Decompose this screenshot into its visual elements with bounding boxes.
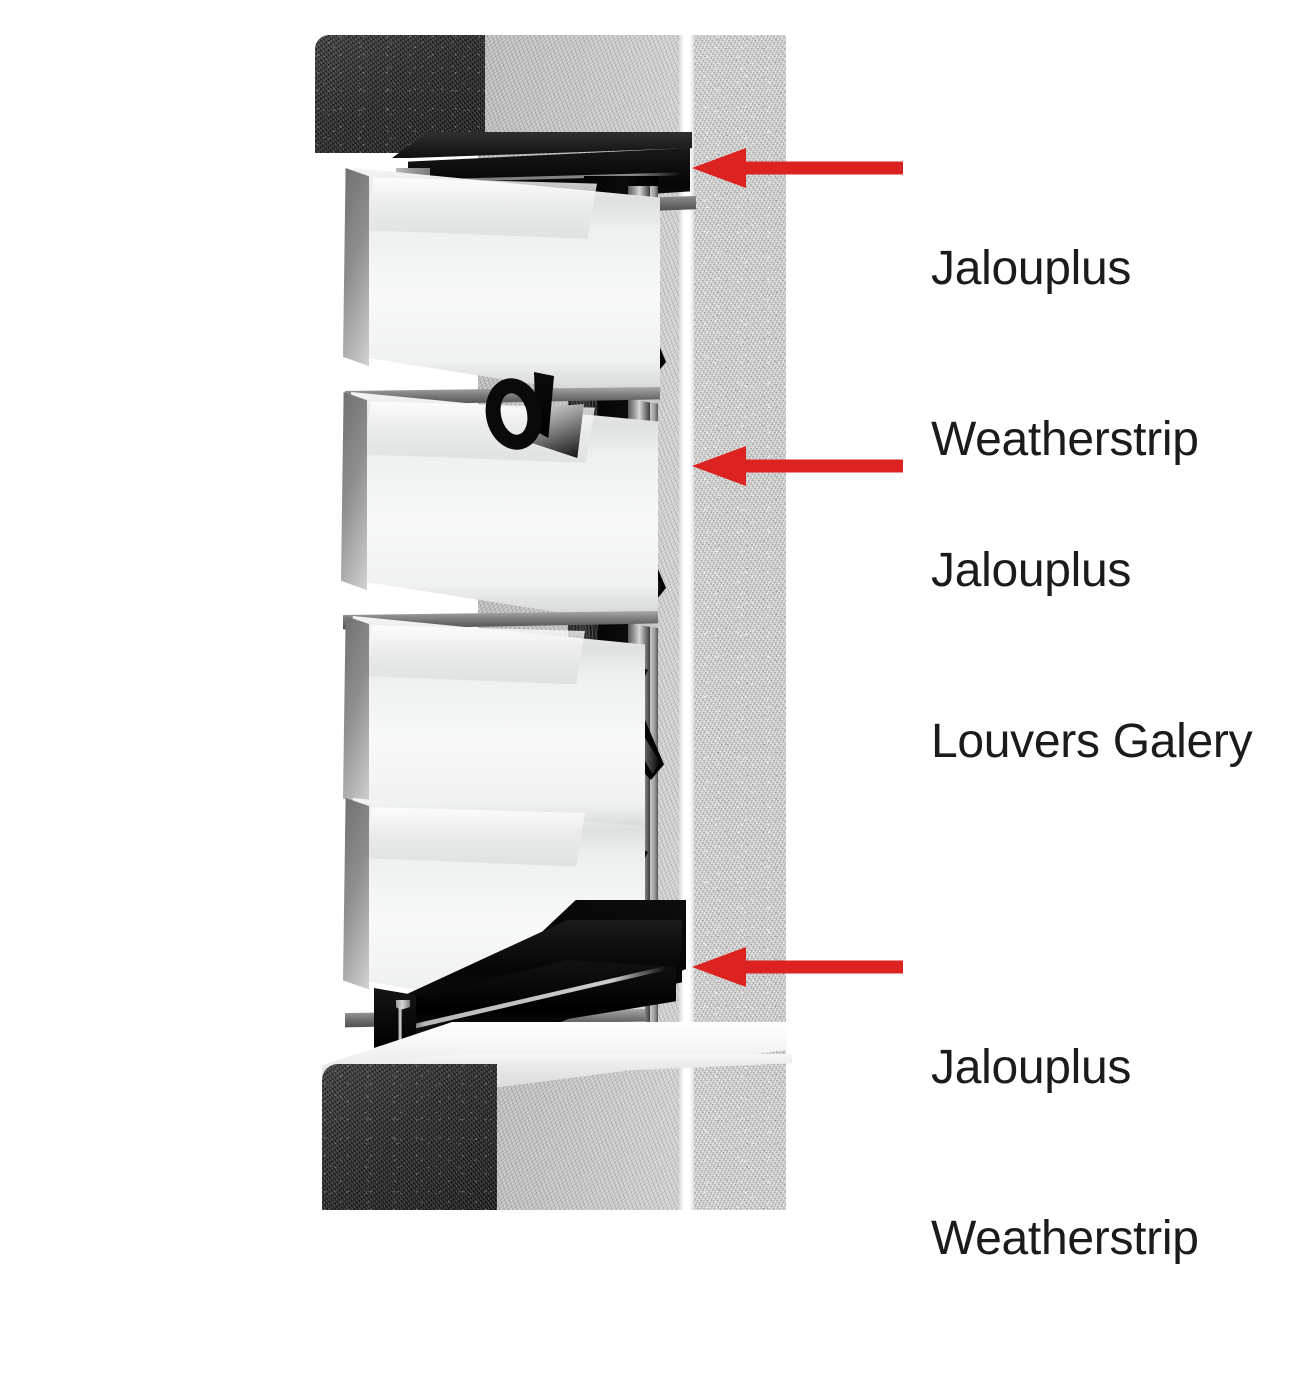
louver-blade — [343, 168, 660, 406]
callout-top-line1: Jalouplus — [931, 242, 1132, 295]
arrow-shaft — [745, 459, 903, 473]
masonry-block-sill — [322, 1064, 497, 1210]
callout-bottom-line1: Jalouplus — [931, 1041, 1132, 1094]
callout-middle-line1: Jalouplus — [931, 544, 1132, 597]
callout-arrow-top — [692, 148, 903, 188]
arrow-shaft — [745, 161, 903, 175]
arrow-head-icon — [692, 947, 746, 987]
louver-blade-leading-edge — [343, 616, 369, 808]
callout-label-bottom: Jalouplus Weatherstrip — [931, 925, 1199, 1381]
callout-top-line2: Weatherstrip — [931, 413, 1199, 466]
louver-blade — [343, 616, 645, 846]
louver-blade-leading-edge — [341, 392, 367, 591]
callout-arrow-middle — [692, 446, 903, 486]
callout-arrow-bottom — [692, 947, 903, 987]
louver-glass-gloss — [363, 625, 585, 685]
arrow-head-icon — [692, 446, 746, 486]
callout-label-middle: Jalouplus Louvers Galery — [931, 428, 1253, 884]
arrow-shaft — [745, 960, 903, 974]
callout-bottom-line2: Weatherstrip — [931, 1212, 1199, 1265]
operator-handle-stem — [534, 372, 554, 438]
callout-label-top: Jalouplus Weatherstrip — [931, 126, 1199, 582]
arrow-head-icon — [692, 148, 746, 188]
callout-middle-line2: Louvers Galery — [931, 715, 1253, 768]
louver-blade-leading-edge — [343, 798, 369, 990]
louver-blade-leading-edge — [343, 168, 369, 367]
diagram-canvas: Jalouplus Weatherstrip Jalouplus Louvers… — [0, 0, 1314, 1210]
louver-glass-gloss — [363, 807, 585, 867]
louver-glass-gloss — [363, 177, 597, 239]
